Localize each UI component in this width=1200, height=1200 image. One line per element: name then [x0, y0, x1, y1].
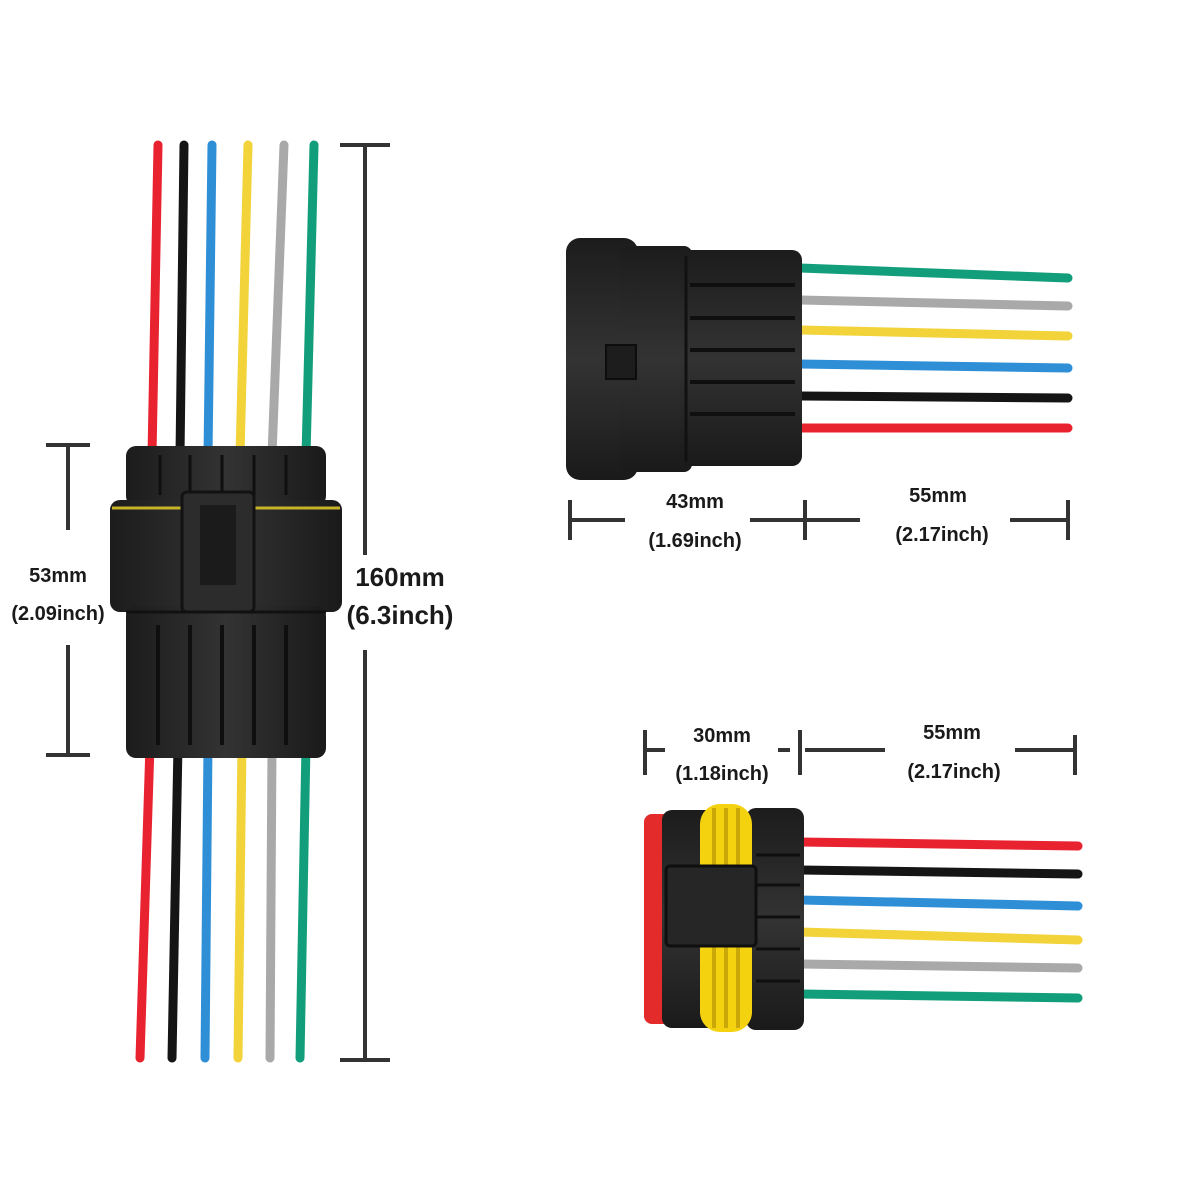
total-length-dimension — [340, 143, 390, 1062]
wire-black-top — [175, 140, 189, 460]
male-connector — [566, 238, 1073, 480]
wire-gray-male — [795, 295, 1073, 311]
male-wire-inch: (2.17inch) — [895, 524, 989, 546]
wire-yellow-bottom — [233, 740, 247, 1063]
female-latch — [664, 864, 758, 948]
mated-connector — [110, 140, 342, 1063]
female-dimensions — [643, 730, 1077, 775]
female-housing-inch: (1.18inch) — [675, 763, 769, 785]
wire-blue-top — [203, 140, 217, 460]
wire-green-top — [301, 140, 319, 460]
male-housing-mm: 43mm — [666, 491, 724, 513]
male-latch — [605, 344, 637, 380]
male-dimensions — [568, 500, 1070, 540]
bottom-wires — [135, 740, 311, 1063]
total-length-mm: 160mm — [355, 562, 445, 592]
female-wires — [795, 837, 1083, 1003]
wire-red-bottom — [135, 740, 155, 1063]
male-wire-mm: 55mm — [909, 485, 967, 507]
wire-black-female — [795, 865, 1083, 879]
top-wires — [147, 140, 319, 460]
male-housing-inch: (1.69inch) — [648, 530, 742, 552]
female-wire-mm: 55mm — [923, 722, 981, 744]
connector-height-inch: (2.09inch) — [11, 603, 105, 625]
wire-green-male — [795, 263, 1073, 283]
wire-green-female — [795, 989, 1083, 1003]
wire-yellow-female — [795, 927, 1083, 945]
wire-blue-female — [795, 895, 1083, 911]
wire-gray-female — [795, 959, 1083, 973]
female-housing-mm: 30mm — [693, 725, 751, 747]
female-wire-inch: (2.17inch) — [907, 761, 1001, 783]
female-housing — [644, 804, 804, 1032]
wire-blue-male — [795, 359, 1073, 373]
male-housing — [566, 238, 802, 480]
total-length-inch: (6.3inch) — [346, 600, 454, 630]
wire-red-top — [147, 140, 163, 460]
dimension-lines — [46, 143, 1077, 1062]
male-wires — [795, 263, 1073, 433]
wire-red-female — [795, 837, 1083, 851]
wire-gray-top — [267, 140, 289, 460]
wire-black-bottom — [167, 740, 183, 1063]
wire-blue-bottom — [200, 740, 213, 1063]
connector-height-dimension — [46, 443, 90, 757]
wire-green-bottom — [295, 740, 311, 1063]
wire-gray-bottom — [265, 740, 277, 1063]
connector-height-mm: 53mm — [29, 565, 87, 587]
wire-yellow-top — [235, 140, 253, 460]
wire-black-male — [795, 391, 1073, 403]
mated-housing — [110, 446, 342, 758]
female-connector — [644, 804, 1083, 1032]
wire-yellow-male — [795, 325, 1073, 341]
